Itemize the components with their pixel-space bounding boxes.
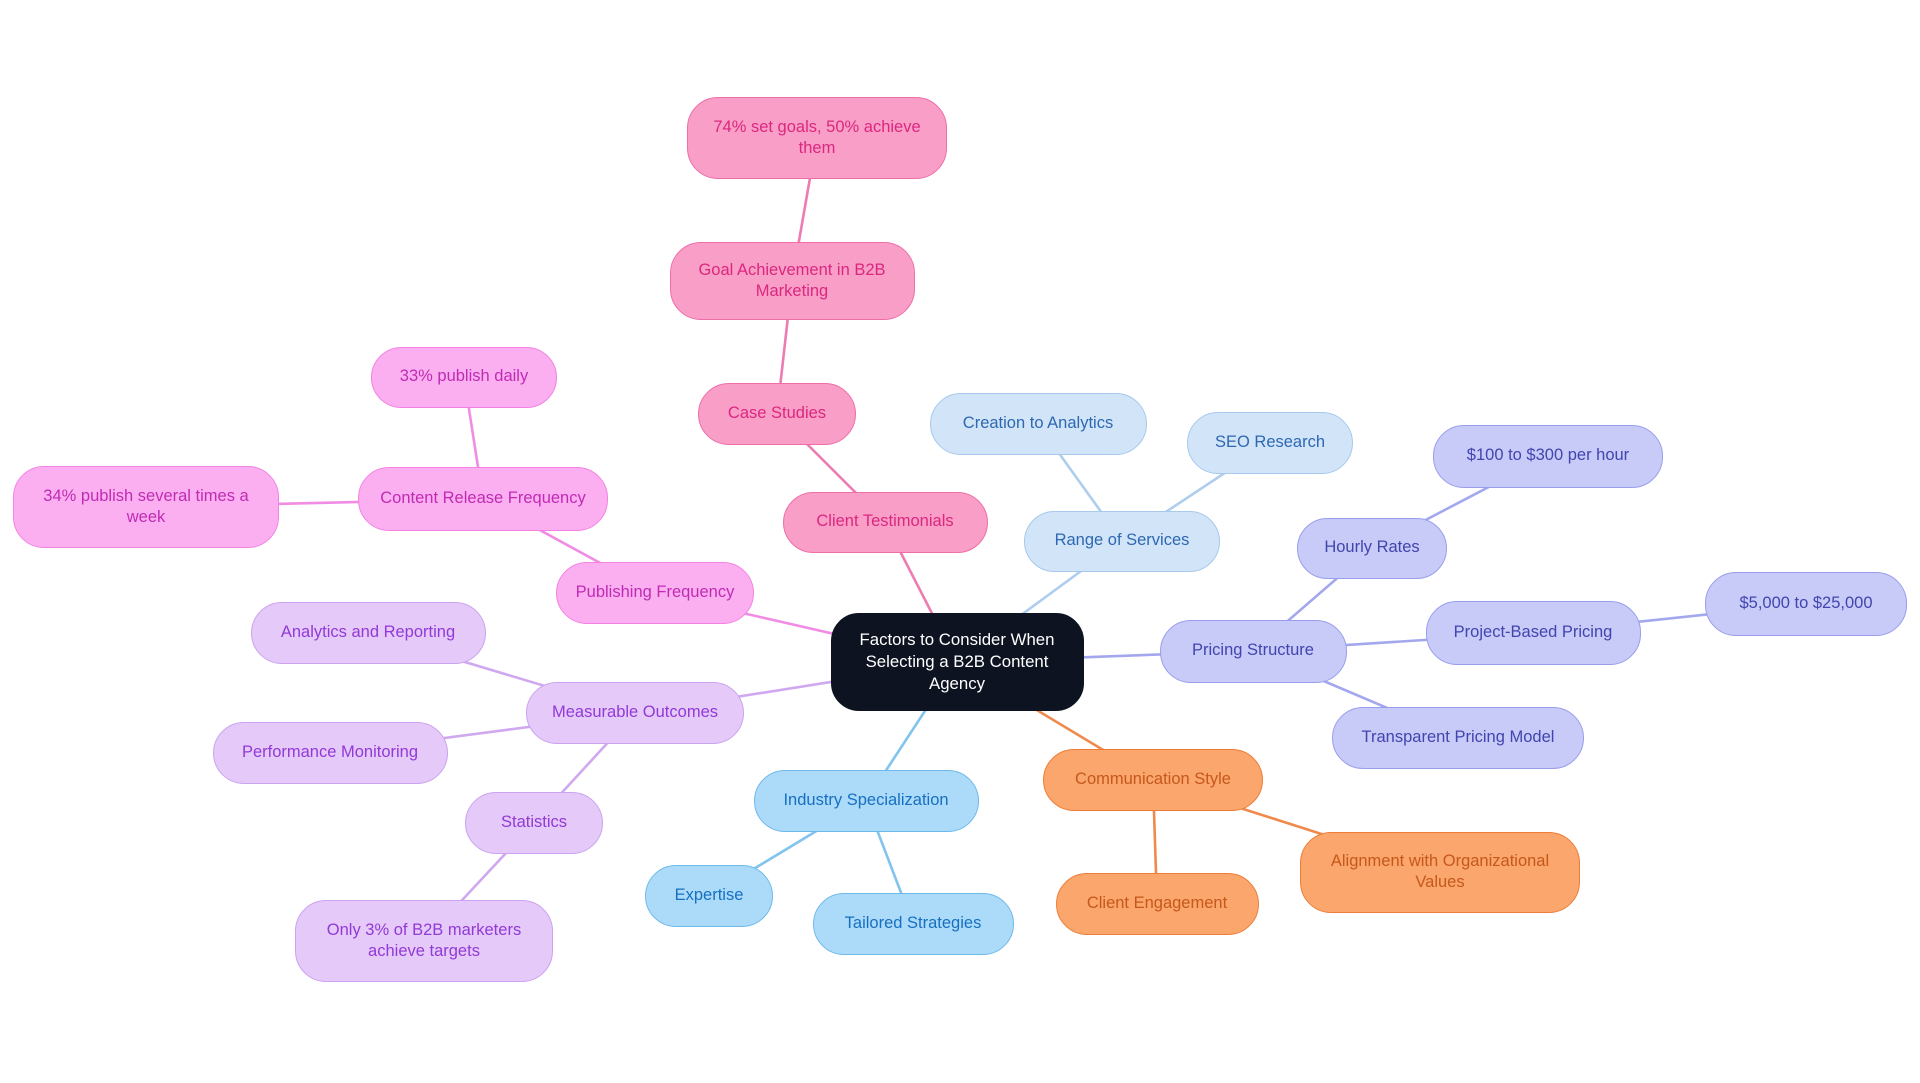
node-label: 74% set goals, 50% achieve them xyxy=(713,117,921,157)
mindmap-node-analytics-reporting[interactable]: Analytics and Reporting xyxy=(250,602,486,664)
mindmap-node-seo-research[interactable]: SEO Research xyxy=(1187,412,1353,474)
node-label: Industry Specialization xyxy=(783,791,949,810)
node-label: Range of Services xyxy=(1054,531,1190,550)
mindmap-node-measurable-outcomes[interactable]: Measurable Outcomes xyxy=(526,682,744,744)
node-label: Expertise xyxy=(674,886,744,905)
node-label: Publishing Frequency xyxy=(575,583,735,602)
mindmap-node-project-based-pricing[interactable]: Project-Based Pricing xyxy=(1425,601,1641,665)
node-label: Measurable Outcomes xyxy=(552,703,718,722)
node-label: Performance Monitoring xyxy=(241,743,419,762)
node-label: $5,000 to $25,000 xyxy=(1739,594,1873,613)
node-label: Only 3% of B2B marketers achieve targets xyxy=(326,920,522,960)
mindmap-node-alignment-values[interactable]: Alignment with Organizational Values xyxy=(1300,831,1580,913)
node-label: Client Testimonials xyxy=(816,512,954,531)
mindmap-node-hourly-rate-stat[interactable]: $100 to $300 per hour xyxy=(1433,424,1663,488)
node-label: Statistics xyxy=(500,813,568,832)
node-label: Goal Achievement in B2B Marketing xyxy=(698,260,886,300)
node-label: SEO Research xyxy=(1214,433,1326,452)
mindmap-node-publish-daily-stat[interactable]: 33% publish daily xyxy=(371,346,557,408)
mindmap-node-transparent-pricing-model[interactable]: Transparent Pricing Model xyxy=(1332,707,1584,769)
node-label: 34% publish several times a week xyxy=(43,486,249,526)
node-label: Tailored Strategies xyxy=(844,914,982,933)
node-label: Transparent Pricing Model xyxy=(1361,728,1555,747)
mindmap-node-content-release-frequency[interactable]: Content Release Frequency xyxy=(358,467,608,531)
mindmap-node-client-engagement[interactable]: Client Engagement xyxy=(1055,873,1259,935)
node-label: Factors to Consider When Selecting a B2B… xyxy=(859,630,1055,693)
mindmap-node-central-topic[interactable]: Factors to Consider When Selecting a B2B… xyxy=(830,613,1084,711)
mindmap-node-set-goals-stat[interactable]: 74% set goals, 50% achieve them xyxy=(687,97,947,179)
mindmap-node-client-testimonials[interactable]: Client Testimonials xyxy=(782,491,988,553)
mindmap-node-pricing-structure[interactable]: Pricing Structure xyxy=(1159,619,1347,683)
mindmap-node-industry-specialization[interactable]: Industry Specialization xyxy=(753,770,979,832)
mindmap-node-publishing-frequency[interactable]: Publishing Frequency xyxy=(556,562,754,624)
mindmap-node-goal-achievement[interactable]: Goal Achievement in B2B Marketing xyxy=(669,242,915,320)
mindmap-node-tailored-strategies[interactable]: Tailored Strategies xyxy=(812,893,1014,955)
node-label: Creation to Analytics xyxy=(962,414,1114,433)
node-label: Communication Style xyxy=(1075,770,1231,789)
mindmap-node-hourly-rates[interactable]: Hourly Rates xyxy=(1297,517,1447,579)
node-label: Hourly Rates xyxy=(1324,538,1420,557)
mindmap-node-creation-to-analytics[interactable]: Creation to Analytics xyxy=(929,393,1147,455)
node-label: Case Studies xyxy=(727,404,827,423)
node-label: Alignment with Organizational Values xyxy=(1330,851,1550,891)
mindmap-node-marketers-target-stat[interactable]: Only 3% of B2B marketers achieve targets xyxy=(295,900,553,982)
mindmap-node-performance-monitoring[interactable]: Performance Monitoring xyxy=(212,722,448,784)
node-label: Pricing Structure xyxy=(1192,641,1314,660)
node-label: $100 to $300 per hour xyxy=(1466,446,1630,465)
mindmap-node-project-price-stat[interactable]: $5,000 to $25,000 xyxy=(1705,572,1907,636)
node-label: 33% publish daily xyxy=(399,367,529,386)
mindmap-node-range-of-services[interactable]: Range of Services xyxy=(1024,510,1220,572)
mindmap-node-expertise[interactable]: Expertise xyxy=(645,865,773,927)
mindmap-node-statistics[interactable]: Statistics xyxy=(465,792,603,854)
mindmap-node-publish-weekly-stat[interactable]: 34% publish several times a week xyxy=(13,466,279,548)
mindmap-node-case-studies[interactable]: Case Studies xyxy=(698,383,856,445)
node-label: Client Engagement xyxy=(1086,894,1228,913)
mindmap-node-communication-style[interactable]: Communication Style xyxy=(1043,749,1263,811)
node-label: Project-Based Pricing xyxy=(1453,623,1613,642)
node-label: Analytics and Reporting xyxy=(280,623,456,642)
node-label: Content Release Frequency xyxy=(380,489,586,508)
